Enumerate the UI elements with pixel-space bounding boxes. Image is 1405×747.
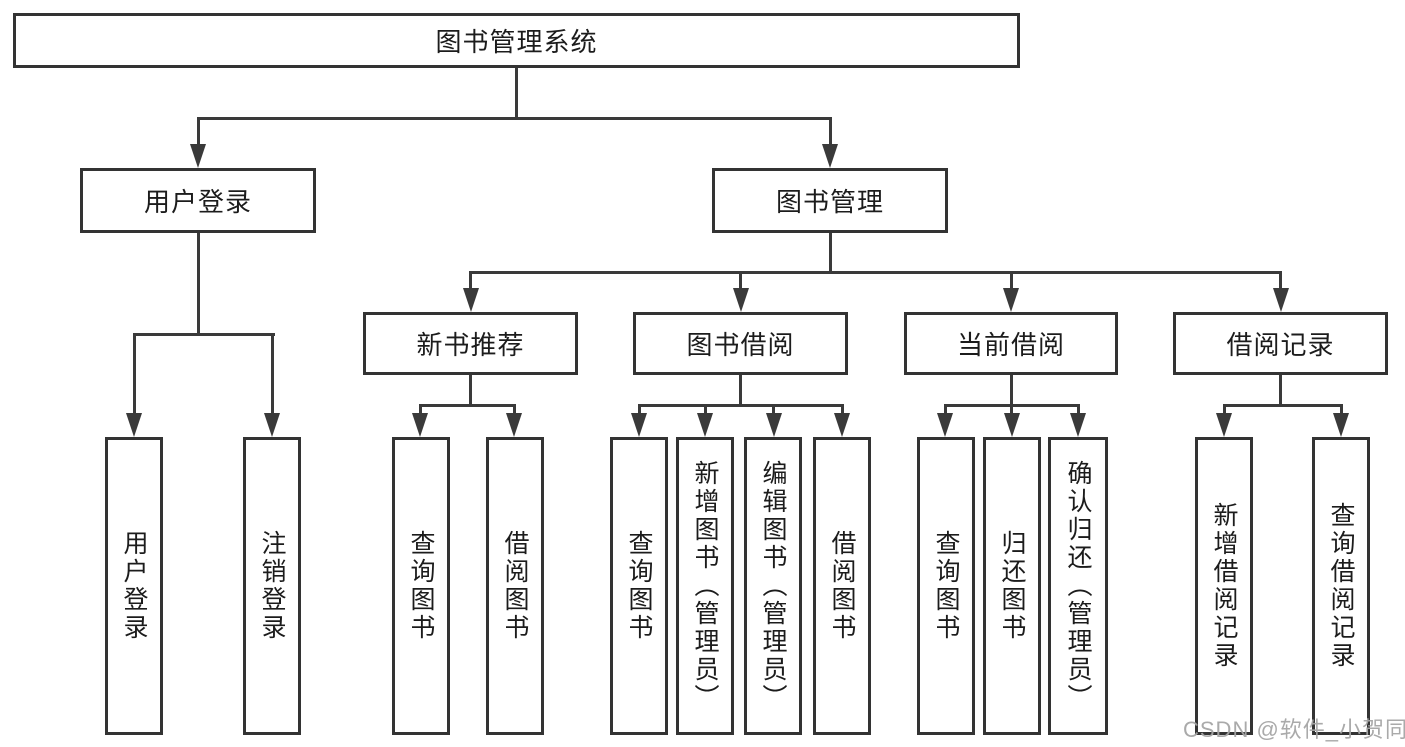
node-user-login-label: 用户登录 [143,187,252,217]
connector-hline [418,404,516,407]
leaf-query-borrow-record-label: 查询借阅记录 [1327,502,1355,670]
arrow-down-icon [1333,413,1349,437]
node-book-management-label: 图书管理 [775,187,884,217]
leaf-edit-book-admin-label: 编辑图书（管理员） [759,460,787,712]
arrow-down-icon [264,413,280,437]
connector-hline [637,404,844,407]
node-borrow-record: 借阅记录 [1173,312,1388,375]
node-new-book-recommend: 新书推荐 [363,312,578,375]
leaf-query-borrow-record: 查询借阅记录 [1312,437,1370,735]
connector-vline [512,406,516,416]
node-book-management: 图书管理 [712,168,948,233]
connector-hline [196,117,832,120]
node-user-login: 用户登录 [80,168,316,233]
connector-vline [1222,406,1226,416]
connector-vline [840,406,844,416]
connector-vline [469,375,472,406]
node-root-label: 图书管理系统 [435,27,598,57]
leaf-current-query-book-label: 查询图书 [932,530,960,642]
arrow-down-icon [834,413,850,437]
connector-vline [1279,273,1282,291]
arrow-down-icon [1003,288,1019,312]
leaf-recommend-borrow-book-label: 借阅图书 [501,530,529,642]
leaf-logout-label: 注销登录 [258,530,286,642]
connector-vline [828,233,832,273]
arrow-down-icon [631,413,647,437]
connector-vline [828,118,832,150]
node-book-borrow-label: 图书借阅 [686,330,795,360]
connector-vline [1076,406,1080,416]
arrow-down-icon [822,144,838,168]
connector-vline [1339,406,1343,416]
arrow-down-icon [697,413,713,437]
connector-vline [703,406,707,416]
leaf-user-login: 用户登录 [105,437,163,735]
arrow-down-icon [1070,413,1086,437]
leaf-logout: 注销登录 [243,437,301,735]
connector-vline [132,335,136,417]
connector-vline [943,406,947,416]
arrow-down-icon [190,144,206,168]
connector-hline [132,333,275,336]
connector-vline [1009,273,1013,291]
leaf-return-book: 归还图书 [983,437,1041,735]
leaf-borrow-borrow-book-label: 借阅图书 [828,530,856,642]
connector-vline [739,273,742,291]
connector-vline [196,233,200,335]
arrow-down-icon [412,413,428,437]
arrow-down-icon [506,413,522,437]
node-book-borrow: 图书借阅 [633,312,848,375]
leaf-borrow-borrow-book: 借阅图书 [813,437,871,735]
connector-vline [196,118,200,150]
leaf-recommend-query-book-label: 查询图书 [407,530,435,642]
leaf-confirm-return-admin-label: 确认归还（管理员） [1064,460,1092,712]
connector-hline [469,271,1282,274]
leaf-user-login-label: 用户登录 [120,530,148,642]
connector-hline [1222,404,1343,407]
connector-vline [637,406,641,416]
connector-vline [739,375,742,406]
arrow-down-icon [462,288,479,312]
leaf-edit-book-admin: 编辑图书（管理员） [744,437,802,735]
arrow-down-icon [1272,288,1289,312]
node-current-borrow: 当前借阅 [904,312,1118,375]
connector-vline [1009,375,1013,406]
csdn-watermark: CSDN @软件_小贺同学 [1183,717,1405,742]
leaf-confirm-return-admin: 确认归还（管理员） [1048,437,1108,735]
leaf-borrow-query-book: 查询图书 [610,437,668,735]
connector-vline [469,273,472,291]
arrow-down-icon [937,413,953,437]
node-current-borrow-label: 当前借阅 [956,330,1065,360]
leaf-recommend-borrow-book: 借阅图书 [486,437,544,735]
connector-vline [270,335,274,417]
arrow-down-icon [1216,413,1232,437]
node-borrow-record-label: 借阅记录 [1226,330,1335,360]
arrow-down-icon [126,413,142,437]
node-new-book-recommend-label: 新书推荐 [416,330,525,360]
leaf-borrow-query-book-label: 查询图书 [625,530,653,642]
leaf-add-book-admin-label: 新增图书（管理员） [691,460,719,712]
leaf-add-book-admin: 新增图书（管理员） [676,437,734,735]
leaf-add-borrow-record: 新增借阅记录 [1195,437,1253,735]
node-root: 图书管理系统 [13,13,1020,68]
leaf-return-book-label: 归还图书 [998,530,1026,642]
connector-vline [514,68,518,118]
leaf-current-query-book: 查询图书 [917,437,975,735]
arrow-down-icon [732,288,749,312]
leaf-recommend-query-book: 查询图书 [392,437,450,735]
connector-vline [1279,375,1282,406]
arrow-down-icon [765,413,782,437]
connector-hline [943,404,1080,407]
connector-vline [772,406,775,416]
leaf-add-borrow-record-label: 新增借阅记录 [1210,502,1238,670]
connector-vline [1010,406,1013,416]
connector-vline [418,406,422,416]
arrow-down-icon [1003,413,1020,437]
